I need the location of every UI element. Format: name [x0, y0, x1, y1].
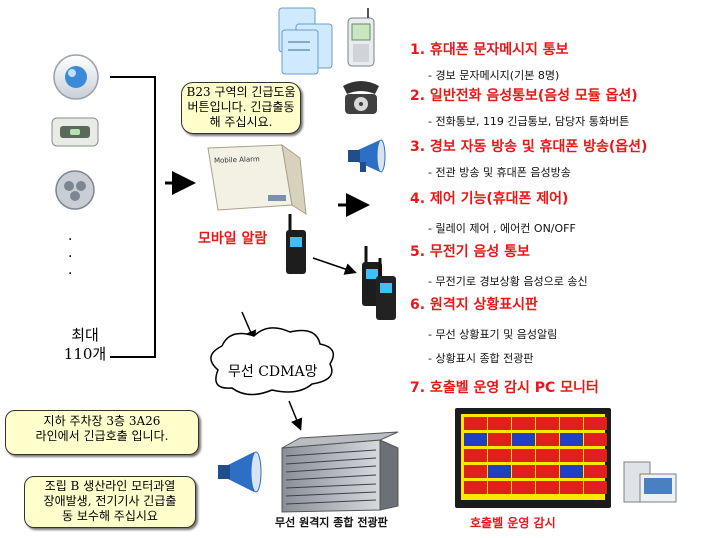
desk-telephone-icon [343, 81, 379, 114]
feature-1-title: 1. 휴대폰 문자메시지 통보 [410, 42, 569, 58]
monitor-cell [512, 433, 535, 446]
left-dots: · · · [68, 232, 73, 282]
monitor-cell [464, 481, 487, 494]
cdma-network-label: 무선 CDMA망 [228, 364, 318, 380]
monitor-cell [488, 481, 511, 494]
call-button-triple-icon [55, 170, 95, 210]
bracket-line [110, 76, 156, 358]
feature-6-desc: - 무선 상황표기 및 음성알림 [428, 328, 558, 341]
monitor-cell [464, 433, 487, 446]
monitor-cell [560, 465, 583, 478]
feature-6-desc-2: - 상황표시 종합 전광판 [428, 352, 534, 365]
monitor-cell [584, 417, 607, 430]
parking-alert-bubble: 지하 주차장 3층 3A26 라인에서 긴급호출 입니다. [5, 410, 199, 455]
monitor-cell [512, 449, 535, 462]
count-label-line-1: 최대 [71, 326, 99, 344]
monitor-cell [536, 417, 559, 430]
monitor-caption: 호출벨 운영 감시 [470, 516, 556, 530]
feature-3-desc: - 전관 방송 및 휴대폰 음성방송 [428, 166, 571, 179]
monitor-cell [536, 481, 559, 494]
monitor-cell [464, 465, 487, 478]
assembly-alert-bubble: 조립 B 생산라인 모터과열 장애발생, 전기기사 긴급출 동 보수해 주십시요 [24, 476, 196, 528]
monitor-cell [488, 433, 511, 446]
radio-arrow [312, 257, 357, 275]
monitor-cell [560, 433, 583, 446]
monitor-cell [584, 433, 607, 446]
monitor-cell [488, 417, 511, 430]
device-count-label: 최대 110개 [55, 326, 115, 364]
monitor-cell [488, 449, 511, 462]
monitor-cell [536, 449, 559, 462]
megaphone-icon [348, 139, 386, 173]
phone-cards-icon [278, 7, 333, 75]
monitor-cell [536, 465, 559, 478]
cdma-cloud-icon [210, 327, 335, 396]
monitor-cell [512, 465, 535, 478]
feature-1-desc: - 경보 문자메시지(기본 8명) [428, 69, 560, 82]
monitor-cell [512, 417, 535, 430]
from-cdma-arrow [288, 400, 303, 431]
feature-2-title: 2. 일반전화 음성통보(음성 모듈 옵션) [410, 88, 638, 104]
feature-5-title: 5. 무전기 음성 통보 [410, 244, 530, 260]
feature-4-desc: - 릴레이 제어 , 에어컨 ON/OFF [428, 222, 576, 235]
monitor-cell [512, 481, 535, 494]
monitor-cell [464, 417, 487, 430]
rack-caption: 무선 원격지 종합 전광판 [275, 516, 388, 529]
monitor-cell [488, 465, 511, 478]
walkie-talkie-pair-icon [362, 246, 396, 320]
mobile-alarm-device-label: Mobile Alarm [213, 155, 260, 165]
feature-3-title: 3. 경보 자동 방송 및 휴대폰 방송(옵션) [410, 139, 648, 155]
mobile-phone-icon [347, 8, 375, 67]
monitor-cell [560, 417, 583, 430]
mobile-alarm-device [207, 143, 307, 215]
monitor-cell [560, 481, 583, 494]
monitor-grid [464, 417, 607, 494]
feature-7-title: 7. 호출벨 운영 감시 PC 모니터 [410, 380, 599, 396]
megaphone-bottom-icon [218, 451, 262, 493]
monitor-cell [464, 449, 487, 462]
monitor-cell [584, 465, 607, 478]
remote-display-rack [281, 431, 399, 513]
feature-5-desc: - 무전기로 경보상황 음성으로 송신 [428, 275, 588, 288]
monitor-cell [584, 481, 607, 494]
count-label-line-2: 110개 [63, 345, 107, 363]
monitor-cell [536, 433, 559, 446]
feature-6-title: 6. 원격지 상황표시판 [410, 297, 538, 313]
pc-computer-icon [623, 461, 677, 503]
b23-alert-bubble: B23 구역의 긴급도움 버튼입니다. 긴급출동 해 주십시요. [181, 82, 301, 134]
feature-4-title: 4. 제어 기능(휴대폰 제어) [410, 191, 569, 207]
mobile-alarm-label: 모바일 알람 [198, 231, 268, 247]
monitor-cell [584, 449, 607, 462]
feature-2-desc: - 전화통보, 119 긴급통보, 담당자 통화버튼 [428, 115, 630, 128]
monitor-cell [560, 449, 583, 462]
call-button-square-icon [51, 117, 99, 147]
call-button-round-icon [53, 54, 99, 100]
walkie-talkie-icon [286, 214, 306, 274]
